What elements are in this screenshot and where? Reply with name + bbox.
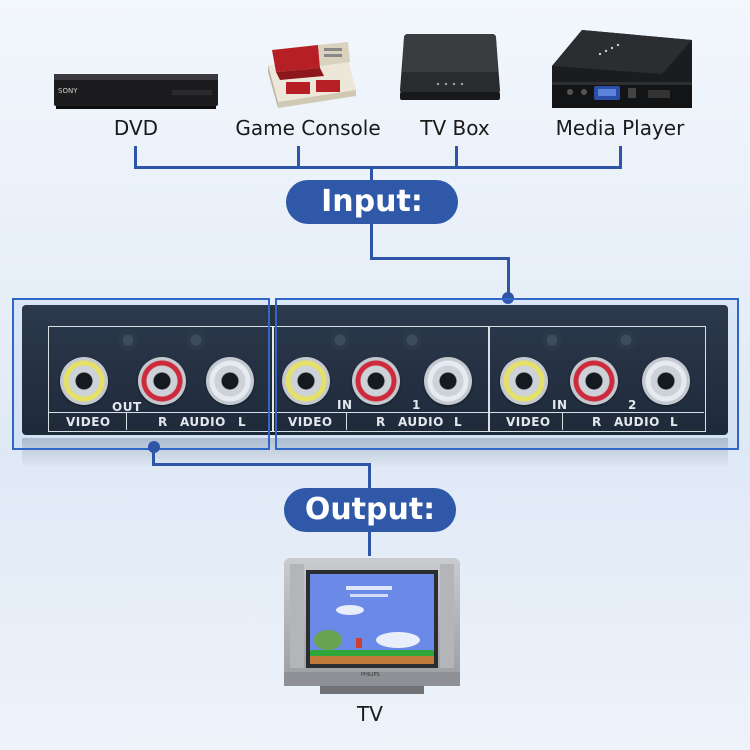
in2-audio-l-jack[interactable]: [642, 357, 690, 405]
tv-box-label: TV Box: [420, 116, 490, 140]
out-label-strip: [48, 412, 272, 431]
label-divider: [346, 412, 347, 430]
tv-box-image: [398, 32, 502, 104]
out-audio-label: AUDIO: [180, 415, 226, 429]
screw: [330, 330, 350, 350]
connector-line: [507, 257, 510, 297]
input-badge: Input:: [286, 180, 458, 224]
tv-image: PHILIPS: [280, 556, 464, 696]
game-console-image: [258, 30, 358, 110]
screw: [616, 330, 636, 350]
in1-label: IN: [337, 398, 353, 412]
in1-video-label: VIDEO: [288, 415, 333, 429]
out-label: OUT: [112, 400, 142, 414]
connector-line: [368, 463, 371, 491]
in1-number: 1: [412, 398, 421, 412]
panel-reflection: [22, 438, 728, 468]
connector-line: [297, 146, 300, 168]
out-video-label: VIDEO: [66, 415, 111, 429]
in2-audio-label: AUDIO: [614, 415, 660, 429]
out-video-jack[interactable]: [60, 357, 108, 405]
in1-label-strip: [272, 412, 488, 431]
in2-l-label: L: [670, 415, 679, 429]
out-r-label: R: [158, 415, 168, 429]
tv-brand-logo: PHILIPS: [361, 672, 380, 678]
input-highlight-box: [275, 298, 739, 450]
in2-section-frame: [488, 326, 706, 432]
in2-label: IN: [552, 398, 568, 412]
connector-line: [455, 146, 458, 168]
tv-label: TV: [357, 702, 383, 726]
label-divider: [126, 412, 127, 430]
connector-line: [619, 146, 622, 168]
dvd-player-image: SONY: [52, 70, 220, 110]
output-highlight-box: [12, 298, 270, 450]
game-console-label: Game Console: [235, 116, 381, 140]
output-badge: Output:: [284, 488, 456, 532]
in2-audio-r-jack[interactable]: [570, 357, 618, 405]
in2-r-label: R: [592, 415, 602, 429]
in2-number: 2: [628, 398, 637, 412]
in1-audio-label: AUDIO: [398, 415, 444, 429]
connector-line: [368, 532, 371, 556]
screw: [542, 330, 562, 350]
connector-line: [152, 463, 371, 466]
media-player-image: [548, 26, 696, 110]
in1-l-label: L: [454, 415, 463, 429]
media-player-label: Media Player: [555, 116, 685, 140]
connector-line: [370, 224, 373, 260]
screw: [186, 330, 206, 350]
screw: [402, 330, 422, 350]
out-l-label: L: [238, 415, 247, 429]
screw: [118, 330, 138, 350]
connector-line: [134, 166, 622, 169]
label-divider: [562, 412, 563, 430]
in1-video-jack[interactable]: [282, 357, 330, 405]
in1-r-label: R: [376, 415, 386, 429]
out-audio-r-jack[interactable]: [138, 357, 186, 405]
in2-label-strip: [488, 412, 704, 431]
in2-video-jack[interactable]: [500, 357, 548, 405]
in1-section-frame: [272, 326, 490, 432]
in1-audio-l-jack[interactable]: [424, 357, 472, 405]
connector-line: [370, 166, 373, 184]
connector-line: [370, 257, 510, 260]
dvd-brand-logo: SONY: [58, 87, 78, 95]
in2-video-label: VIDEO: [506, 415, 551, 429]
dvd-label: DVD: [113, 116, 159, 140]
in1-audio-r-jack[interactable]: [352, 357, 400, 405]
connector-line: [134, 146, 137, 168]
connector-line: [152, 446, 155, 466]
out-section-frame: [48, 326, 274, 432]
out-audio-l-jack[interactable]: [206, 357, 254, 405]
